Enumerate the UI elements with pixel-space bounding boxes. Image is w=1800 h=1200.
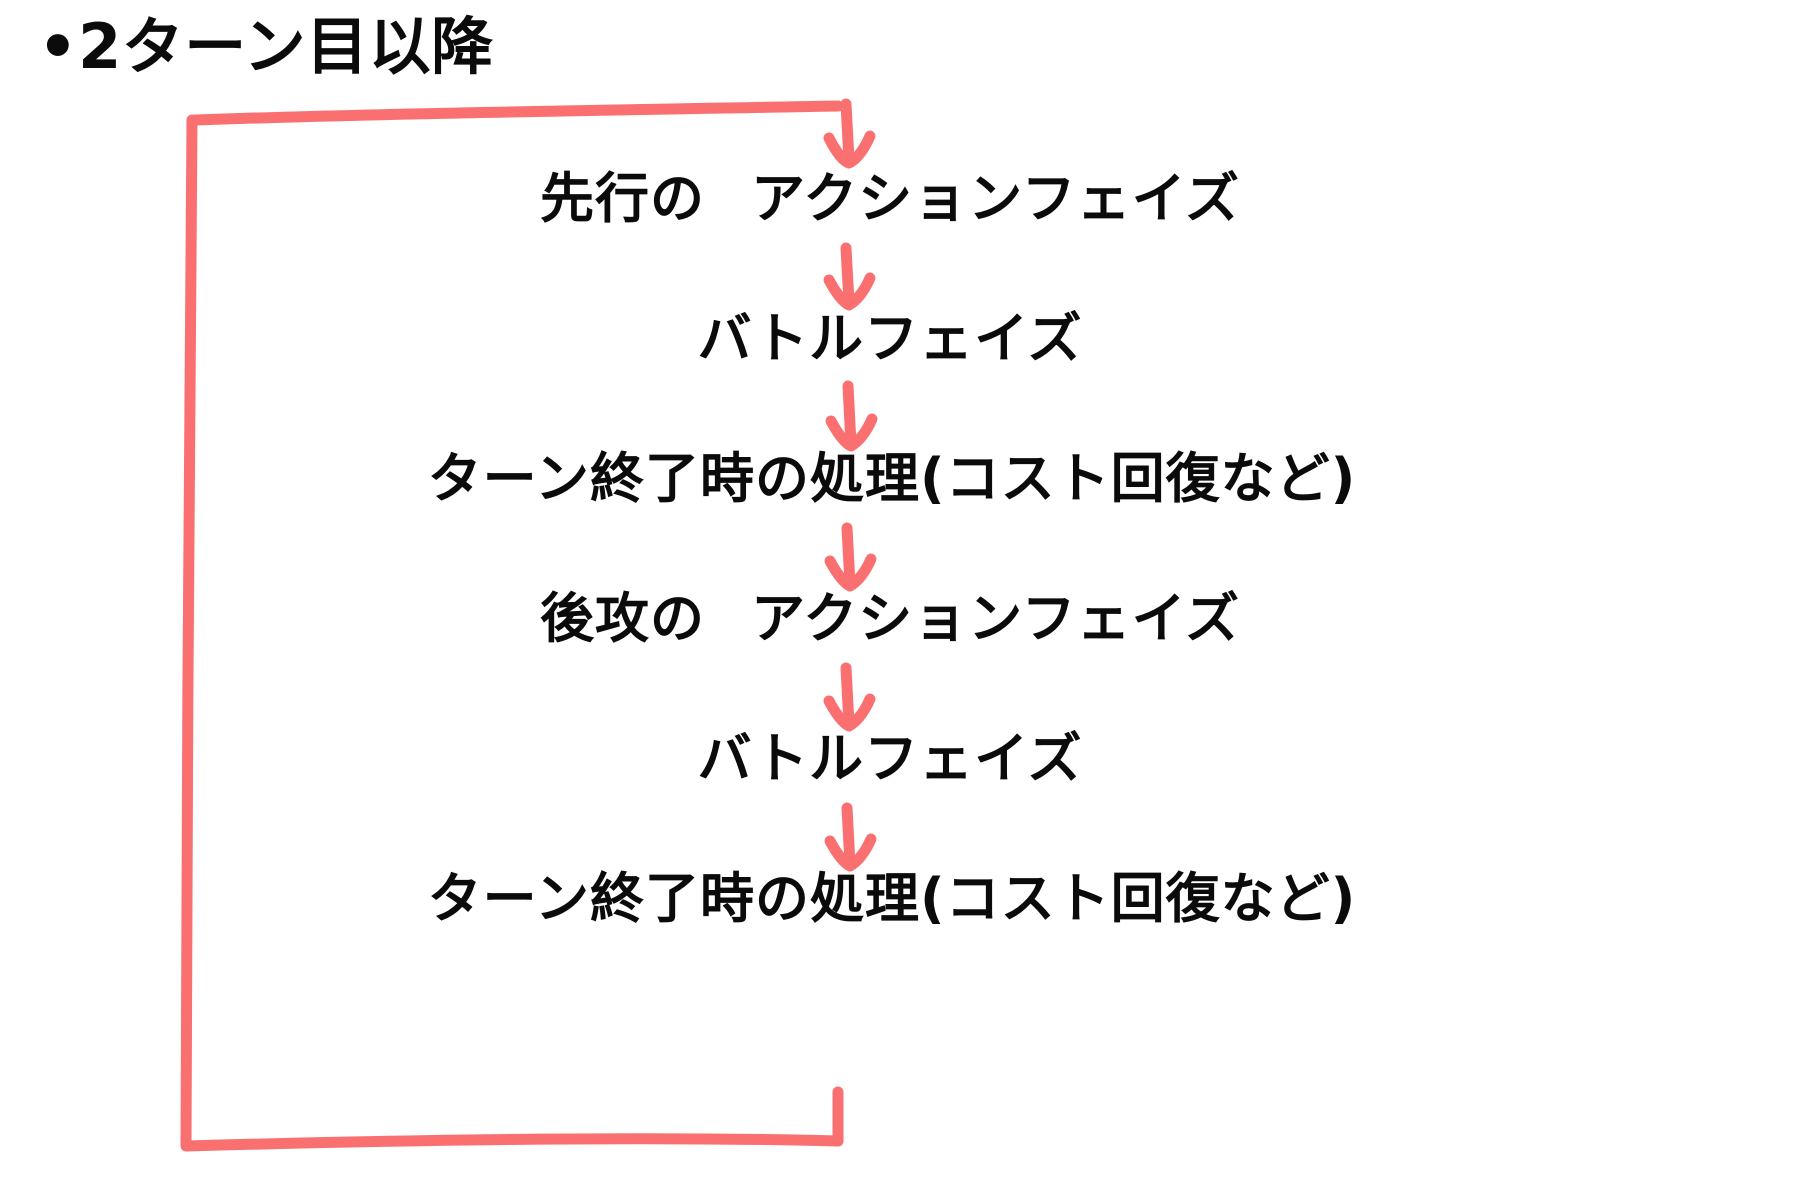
flow-step-6-phase: ターン終了時の処理(コスト回復など) [427, 867, 1357, 930]
flow-step-4: 後攻のアクションフェイズ [0, 592, 1790, 646]
flow-step-1-phase: アクションフェイズ [750, 167, 1241, 230]
page-title: •2ターン目以降 [38, 10, 494, 83]
flow-step-3: ターン終了時の処理(コスト回復など) [0, 452, 1792, 506]
flow-step-4-phase: アクションフェイズ [750, 587, 1241, 650]
flow-step-4-actor: 後攻の [539, 587, 705, 650]
flow-step-5-phase: バトルフェイズ [697, 727, 1083, 790]
flow-step-5: バトルフェイズ [0, 732, 1790, 786]
flow-step-3-phase: ターン終了時の処理(コスト回復など) [427, 447, 1357, 510]
flow-step-1: 先行のアクションフェイズ [0, 172, 1790, 226]
flow-step-2: バトルフェイズ [0, 312, 1790, 366]
flow-step-2-phase: バトルフェイズ [697, 307, 1083, 370]
flow-step-6: ターン終了時の処理(コスト回復など) [0, 872, 1792, 926]
flow-step-1-actor: 先行の [539, 167, 705, 230]
